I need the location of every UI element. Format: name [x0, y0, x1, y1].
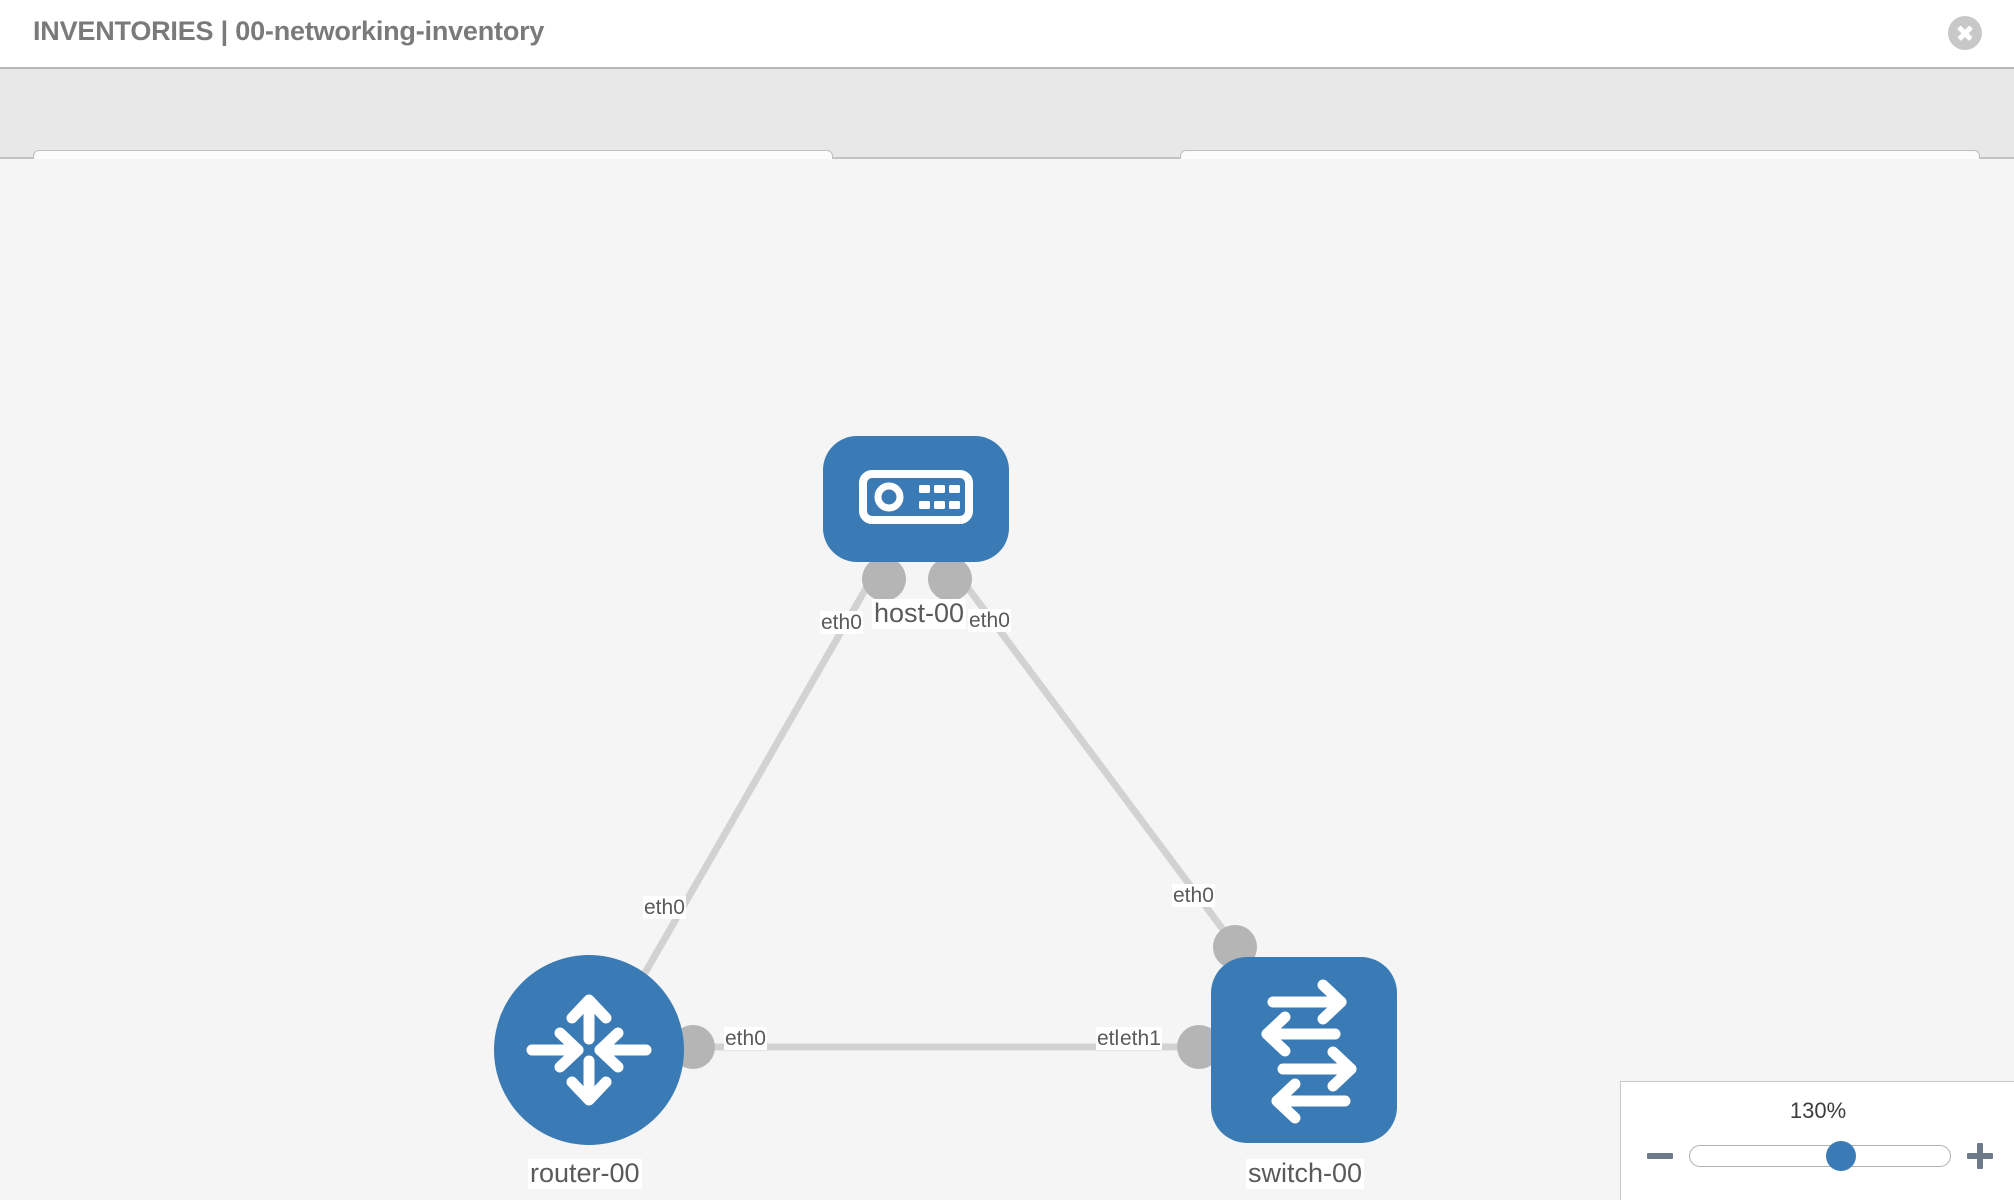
zoom-out-button[interactable]: [1647, 1143, 1673, 1169]
iface-label-router-eth0: eth0: [724, 1027, 767, 1051]
zoom-slider-row: [1621, 1134, 2014, 1178]
iface-label-switch-eth0-up: eth0: [1172, 884, 1215, 908]
iface-label-host-eth0-left: eth0: [820, 611, 863, 635]
node-router-00[interactable]: [494, 955, 684, 1145]
zoom-level-value: 130%: [1789, 1098, 1847, 1123]
zoom-slider-thumb[interactable]: [1825, 1141, 1856, 1171]
zoom-in-button[interactable]: [1967, 1143, 1993, 1169]
link-host-router[interactable]: [626, 562, 884, 1001]
topology-graph: [494, 436, 1397, 1145]
node-switch-00[interactable]: [1211, 957, 1397, 1143]
topology-links: [626, 561, 1248, 1051]
iface-label-switch-overlap: etl: [1096, 1027, 1121, 1051]
node-host-00[interactable]: [823, 436, 1009, 562]
zoom-control-panel: 130%: [1620, 1081, 2014, 1200]
close-icon[interactable]: [1948, 16, 1982, 50]
port-host-eth0-right[interactable]: [928, 557, 972, 601]
topology-canvas[interactable]: host-00 router-00 switch-00 eth0 eth0 et…: [0, 159, 2014, 1200]
iface-label-host-eth0-right: eth0: [968, 609, 1011, 633]
page-header: INVENTORIES | 00-networking-inventory: [0, 0, 2014, 69]
node-label-router-00: router-00: [528, 1158, 642, 1189]
port-host-eth0-left[interactable]: [862, 557, 906, 601]
zoom-slider[interactable]: [1689, 1141, 1951, 1171]
page-title: INVENTORIES | 00-networking-inventory: [33, 16, 545, 46]
port-switch-eth1[interactable]: [1177, 1025, 1221, 1069]
iface-label-switch-eth1: eth1: [1119, 1027, 1162, 1051]
topology-toolbar: ACTIONS SEARCH: [0, 69, 2014, 208]
iface-label-router-eth0-up: eth0: [643, 896, 686, 920]
topology-ports: [671, 557, 1257, 1069]
node-label-host-00: host-00: [872, 598, 967, 629]
node-label-switch-00: switch-00: [1246, 1158, 1365, 1189]
